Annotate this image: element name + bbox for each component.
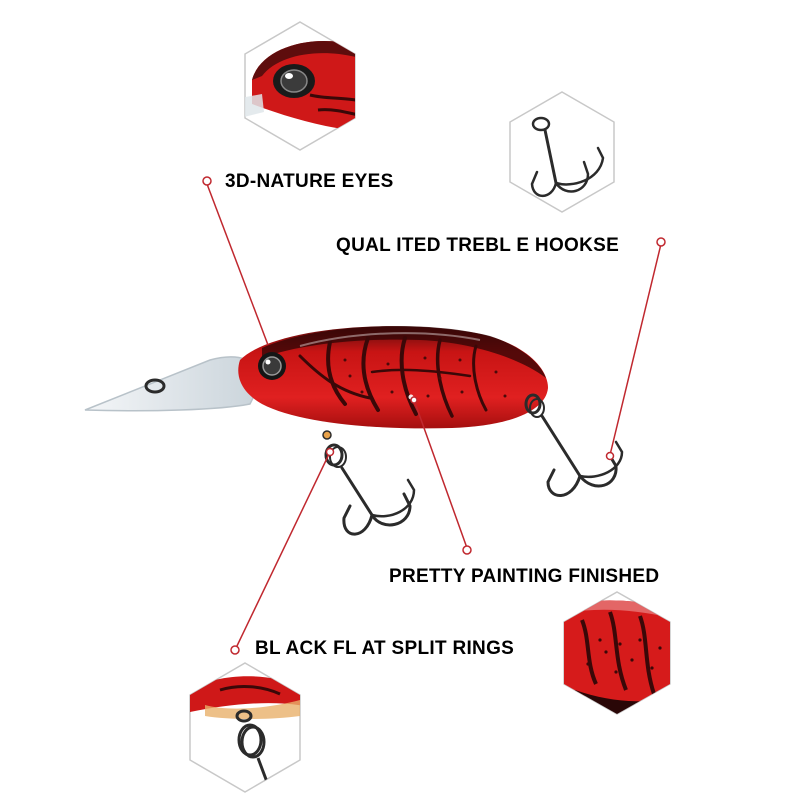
line-tie	[144, 378, 166, 394]
painting-anchor-dot	[410, 396, 418, 404]
belly-treble-hook	[324, 443, 416, 536]
split-rings-leader-dot	[230, 645, 240, 655]
painting-leader-dot	[462, 545, 472, 555]
diving-lip	[84, 356, 263, 412]
split-ring-icon	[190, 676, 300, 791]
paint-closeup-icon	[564, 600, 670, 714]
leader-lines	[206, 183, 662, 649]
crankbait-lure	[84, 326, 624, 536]
hook-detail-hexagon	[509, 91, 615, 213]
eye-detail-hexagon	[244, 21, 356, 151]
tail-treble-hook	[524, 393, 624, 497]
hooks-leader-line	[609, 243, 662, 456]
treble-hook-icon	[530, 116, 605, 198]
paint-detail-hexagon	[563, 591, 671, 715]
lure-eye	[258, 352, 286, 380]
split-rings-feature-label: BL ACK FL AT SPLIT RINGS	[255, 638, 515, 659]
split-ring-detail-hexagon	[189, 662, 301, 793]
leader-dots	[202, 176, 666, 655]
lure-body	[238, 326, 548, 429]
hooks-feature-label: QUAL ITED TREBL E HOOKSE	[336, 235, 620, 256]
eyes-leader-dot	[202, 176, 212, 186]
eyes-feature-label: 3D-NATURE EYES	[225, 171, 394, 192]
hooks-anchor-dot	[605, 451, 615, 461]
split-rings-leader-line	[235, 451, 331, 649]
painting-feature-label: PRETTY PAINTING FINISHED	[389, 566, 660, 587]
split-rings-anchor-dot	[325, 447, 335, 457]
eye-closeup-icon	[245, 41, 355, 132]
hooks-leader-dot	[656, 237, 666, 247]
painting-leader-line	[413, 399, 468, 549]
eyes-leader-line	[206, 183, 269, 346]
